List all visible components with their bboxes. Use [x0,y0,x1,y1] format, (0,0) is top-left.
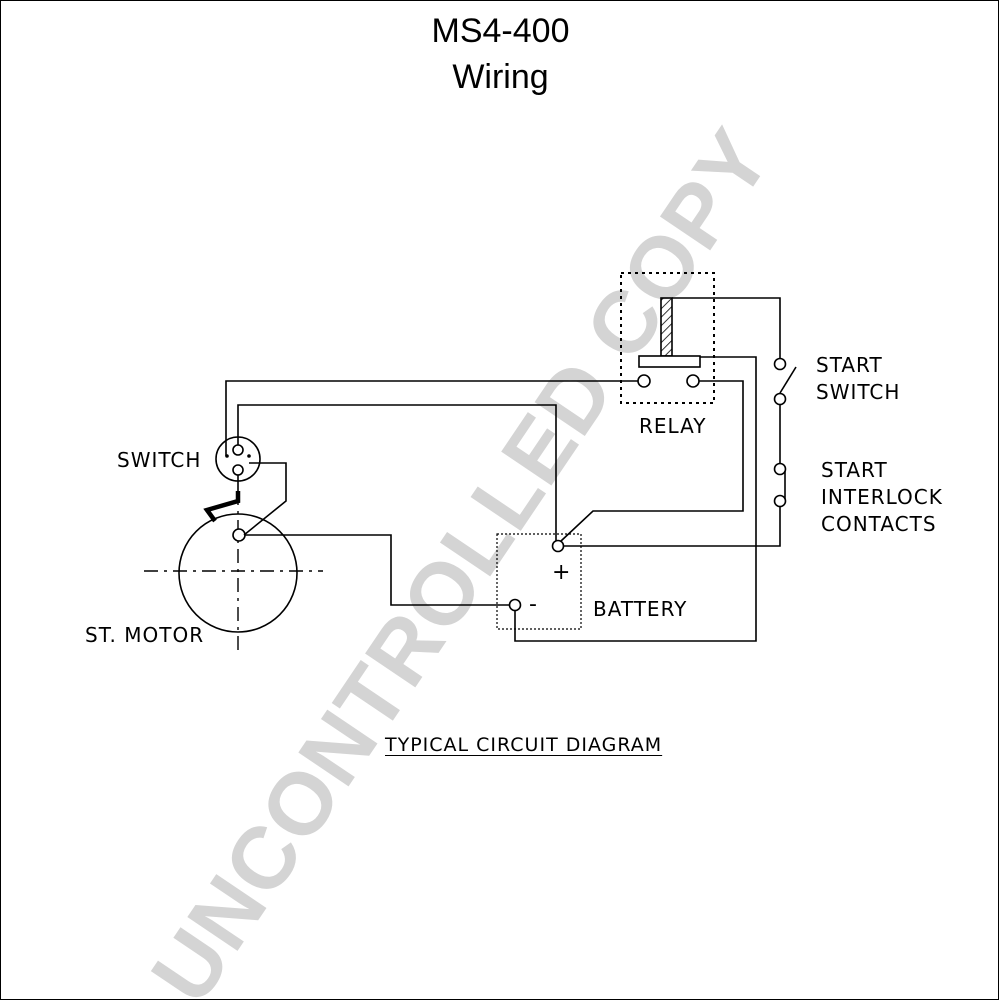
page-title: MS4-400 [431,12,570,50]
battery-minus-sign: - [529,592,537,617]
start-switch [773,357,797,406]
interlock-label-line1: START [821,458,888,482]
relay-label: RELAY [639,414,707,438]
start-interlock-contacts [773,462,787,508]
solenoid-switch [215,436,261,491]
battery-label: BATTERY [593,597,688,621]
relay [620,272,715,404]
battery [496,533,582,630]
relay-terminal-right [686,374,700,388]
battery-plus-sign: + [552,560,571,585]
motor-terminal [232,528,246,542]
relay-terminal-left [637,374,651,388]
page-subtitle: Wiring [452,58,549,96]
start-switch-label-line1: START [816,353,883,377]
st-motor-label: ST. MOTOR [85,623,205,647]
diagram-caption: TYPICAL CIRCUIT DIAGRAM [385,734,663,756]
battery-plus-terminal [551,539,565,553]
start-switch-label-line2: SWITCH [816,380,901,404]
switch-label: SWITCH [117,448,202,472]
interlock-label-line2: INTERLOCK [821,485,943,509]
interlock-label-line3: CONTACTS [821,512,937,536]
battery-minus-terminal [508,598,522,612]
wires [225,297,781,642]
starter-motor [144,491,323,656]
